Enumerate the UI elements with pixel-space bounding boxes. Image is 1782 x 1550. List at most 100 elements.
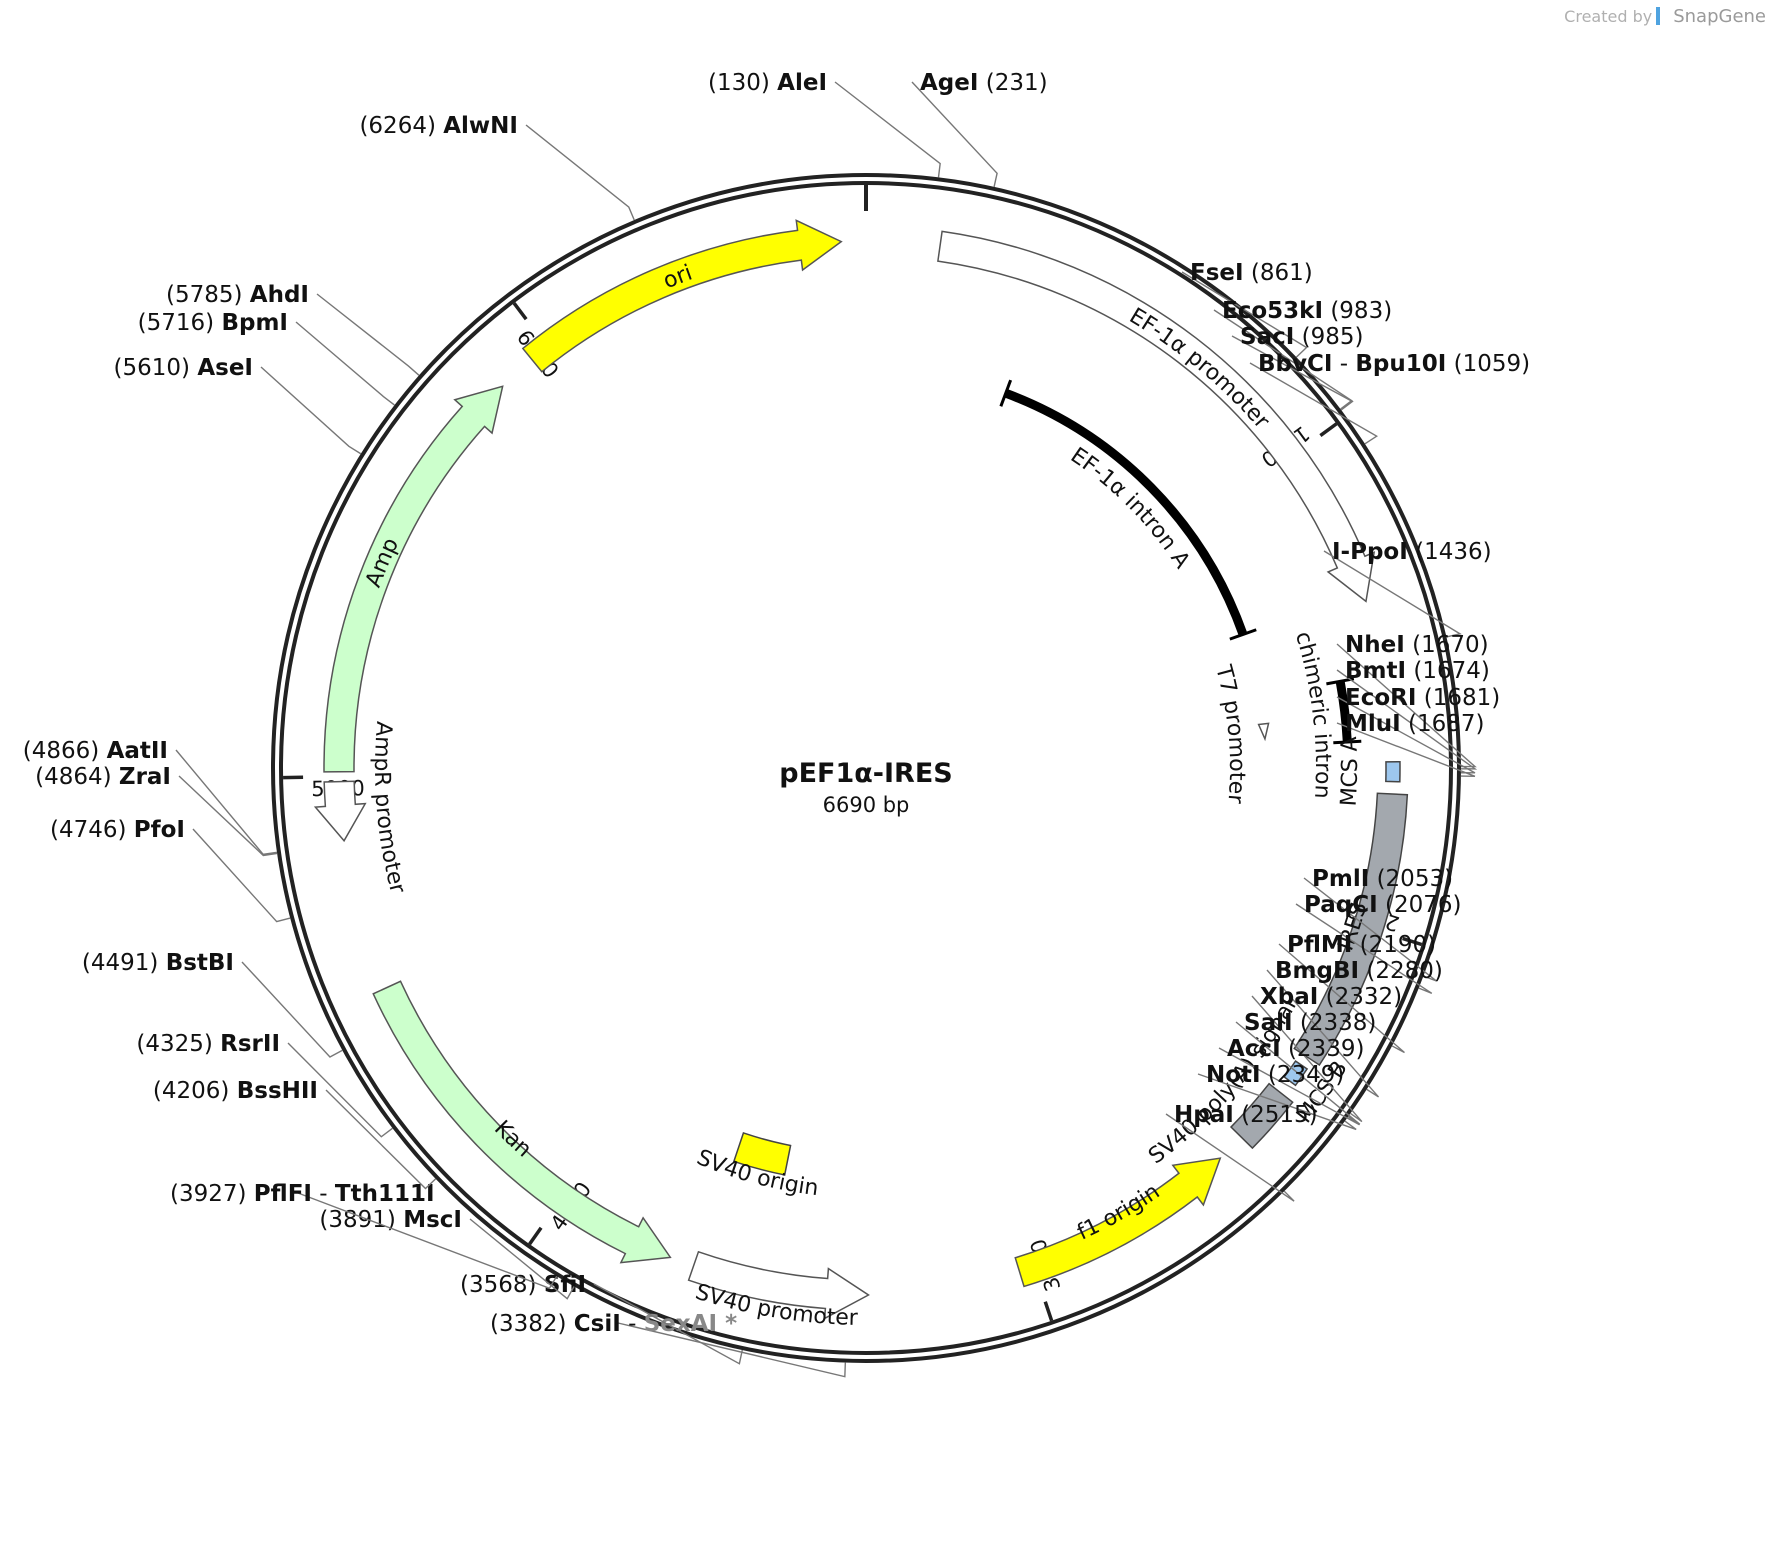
enzyme-i-ppoi: I-PpoI (1436) [1323,539,1492,638]
enzyme-leader-line [469,1218,575,1300]
backbone-inner-ring [279,181,1453,1355]
enzyme-leader-line [1336,643,1477,768]
enzyme-position: (1687) [1408,711,1484,737]
enzyme-name: Eco53kI [1222,298,1323,324]
enzyme-leader-line [834,81,941,178]
enzyme-name: BmtI [1345,658,1406,684]
enzyme-leader-line [1336,669,1478,770]
tick-mark [1043,1301,1054,1322]
enzyme-bpmi: (5716) BpmI [138,310,395,406]
enzyme-leader-line [192,828,291,923]
enzyme-label: (5716) BpmI [138,310,288,336]
enzyme-label: (4325) RsrII [136,1031,280,1057]
feature-box [1385,760,1401,783]
feature-mcs-a: MCS A [1337,736,1401,807]
enzyme-position: (1436) [1415,539,1491,565]
enzyme-name: MscI [403,1207,462,1233]
enzyme-alwni: (6264) AlwNI [359,113,635,221]
tick-mark [512,302,528,321]
enzyme-label: (5785) AhdI [166,282,309,308]
enzyme-label: BmgBI (2280) [1275,958,1443,984]
enzyme-leader-line [1197,1073,1357,1131]
enzyme-leader-line [241,961,343,1058]
enzyme-name: ZraI [119,764,171,790]
enzyme-position: (2076) [1385,892,1461,918]
enzyme-label: (3927) PflFI - Tth111I [170,1181,435,1207]
enzyme-name: BbvCI [1258,351,1332,377]
enzyme-position: (1059) [1454,351,1530,377]
enzyme-leader-line [325,1089,437,1190]
enzyme-leader-line [1181,271,1308,358]
enzyme-label: (4746) PfoI [50,817,185,843]
enzyme-pmli: PmlI (2053) [1303,866,1453,982]
enzyme-leader-line [911,81,998,188]
enzyme-label: XbaI (2332) [1260,984,1402,1010]
enzyme-pflfi: (3927) PflFI - Tth111I [170,1181,558,1290]
feature-label-t7-promoter: T7 promoter [1210,662,1249,806]
enzyme-name: BmgBI [1275,958,1359,984]
enzyme-position: (5610) [114,355,190,381]
enzyme-leader-line [1323,550,1462,638]
enzyme-leader-line [1165,1113,1295,1202]
feature-label-mcs-a: MCS A [1337,736,1363,807]
enzyme-position: (2338) [1300,1010,1376,1036]
enzyme-bstbi: (4491) BstBI [82,950,343,1058]
enzyme-alei: (130) AleI [708,70,941,178]
feature-intron-bar [1004,388,1248,636]
feature-arrow [323,385,504,773]
feature-arrow [521,219,843,373]
enzyme-name: BpmI [221,310,288,336]
enzyme-label: HpaI (2515) [1174,1102,1318,1128]
enzyme-label: AccI (2339) [1227,1036,1364,1062]
enzyme-sfii: (3568) SfiI [460,1272,743,1365]
enzyme-name: HpaI [1174,1102,1234,1128]
enzyme-name: PfoI [134,817,185,843]
enzyme-leader-line [260,366,362,455]
enzyme-label: PmlI (2053) [1312,866,1453,892]
enzyme-position: (1674) [1413,658,1489,684]
enzyme-position: (5716) [138,310,214,336]
enzyme-name: EcoRI [1345,685,1416,711]
enzyme-name-2: Bpu10I [1355,351,1446,377]
feature-label-ampr-promoter: AmpR promoter [369,720,410,896]
enzyme-position: (3568) [460,1272,536,1298]
enzyme-name: AhdI [250,282,309,308]
enzyme-position: (2332) [1326,984,1402,1010]
plasmid-name: pEF1α-IRES [779,758,952,789]
enzyme-leader-line [295,321,395,406]
enzyme-label: SacI (985) [1240,324,1363,350]
enzyme-position: (5785) [166,282,242,308]
enzyme-rsrii: (4325) RsrII [136,1031,393,1138]
enzyme-label: Eco53kI (983) [1222,298,1392,324]
enzyme-name: BstBI [166,950,234,976]
enzyme-position: (2339) [1288,1036,1364,1062]
feature-small-arrow [1257,722,1270,742]
enzyme-position: (130) [708,70,770,96]
enzyme-name: AleI [777,70,827,96]
enzyme-label: (6264) AlwNI [359,113,518,139]
enzyme-position: (231) [986,70,1048,96]
intron-end-cap [999,379,1013,407]
feature-t7-promoter: T7 promoter [1210,662,1270,806]
enzyme-position: (985) [1302,324,1364,350]
enzyme-leader-line [1218,1047,1360,1126]
backbone-outer-ring [271,173,1461,1363]
enzyme-position: (4866) [23,738,99,764]
enzyme-name: PmlI [1312,866,1369,892]
enzyme-position: (2349) [1268,1062,1344,1088]
enzyme-position: (1670) [1412,632,1488,658]
enzyme-position: (3927) [170,1181,246,1207]
backbone [271,173,1461,1363]
feature-arrow [1014,1157,1222,1288]
enzyme-leader-line [1303,877,1437,982]
feature-amp: Amp [323,385,504,773]
feature-ef1a-intron-a: EF-1α intron A [999,379,1257,641]
intron-end-cap [1333,739,1362,745]
enzyme-position: (2053) [1377,866,1453,892]
enzyme-agei: AgeI (231) [911,70,1048,188]
enzyme-name: SalI [1244,1010,1293,1036]
enzyme-label: FseI (861) [1190,260,1313,286]
enzyme-leader-line [1336,722,1476,777]
enzyme-name: BssHII [237,1078,318,1104]
